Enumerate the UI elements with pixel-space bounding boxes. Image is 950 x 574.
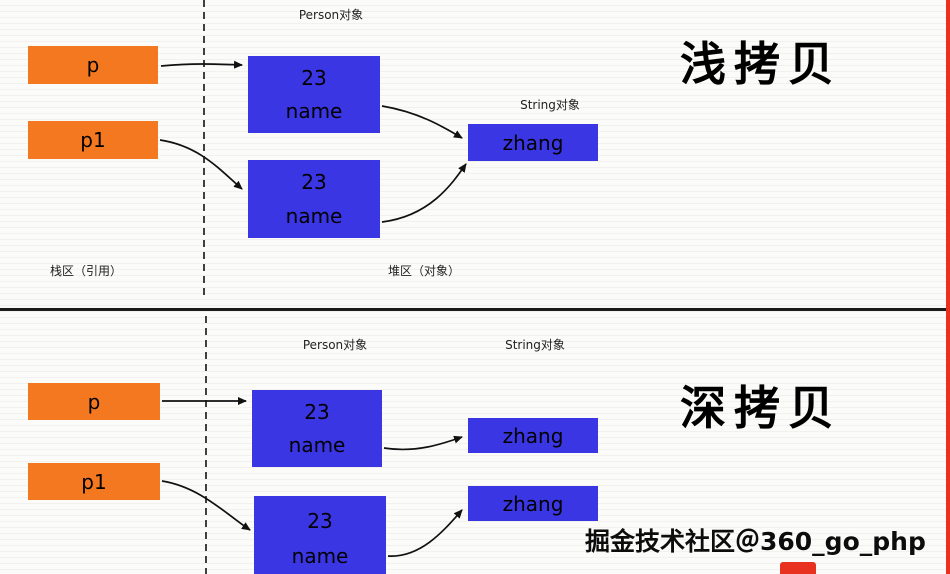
- person-object-1: 23 name: [248, 56, 380, 133]
- pointer-box-p1: p1: [28, 121, 158, 159]
- arrow-deep-p1-to-obj2: [161, 480, 251, 531]
- arrow-obj2-to-string: [381, 163, 467, 223]
- deep-pointer-box-p1: p1: [28, 463, 160, 500]
- person-object-1-field: name: [285, 99, 343, 123]
- pointer-p1-label: p1: [80, 128, 106, 152]
- heap-area-label: 堆区（对象）: [388, 264, 461, 278]
- arrow-p1-to-obj2: [159, 139, 243, 190]
- red-logo-fragment: [780, 562, 816, 574]
- person-object-2: 23 name: [248, 160, 380, 238]
- shallow-person-object-label: Person对象: [298, 8, 364, 22]
- deep-string-object-1: zhang: [468, 418, 598, 453]
- deep-string-object-label: String对象: [505, 338, 565, 352]
- arrow-p-to-obj1: [160, 60, 243, 69]
- person-object-2-field: name: [285, 203, 343, 228]
- string-object-zhang: zhang: [468, 124, 598, 161]
- red-edge-line: [946, 0, 950, 574]
- person-object-2-value: 23: [301, 170, 327, 195]
- shallow-string-object-label: String对象: [520, 98, 580, 112]
- arrow-deep-obj1-to-string1: [383, 435, 463, 451]
- watermark-text: 掘金技术社区＠360_go_php: [585, 527, 926, 556]
- arrow-deep-obj2-to-string2: [387, 509, 463, 557]
- deep-person-object-2: 23 name: [254, 496, 386, 574]
- deep-pointer-p1-label: p1: [81, 469, 107, 494]
- stack-area-label: 栈区（引用）: [50, 264, 123, 278]
- deep-copy-title: 深拷贝: [680, 381, 842, 435]
- deep-person-object-1-value: 23: [304, 400, 330, 424]
- deep-pointer-p-label: p: [87, 389, 101, 414]
- section-divider: [0, 308, 950, 311]
- string-object-zhang-value: zhang: [502, 130, 564, 155]
- arrow-obj1-to-string: [381, 105, 463, 139]
- pointer-p-label: p: [86, 53, 100, 77]
- deep-person-object-2-value: 23: [307, 508, 333, 533]
- deep-person-object-1: 23 name: [252, 390, 382, 467]
- pointer-box-p: p: [28, 46, 158, 84]
- deep-person-object-1-field: name: [288, 433, 346, 457]
- deep-string-object-1-value: zhang: [502, 423, 564, 448]
- deep-person-object-label: Person对象: [302, 338, 368, 352]
- shallow-copy-title: 浅拷贝: [680, 37, 842, 91]
- deep-string-object-2: zhang: [468, 486, 598, 521]
- deep-pointer-box-p: p: [28, 383, 160, 420]
- deep-person-object-2-field: name: [291, 544, 349, 569]
- deep-string-object-2-value: zhang: [502, 491, 564, 516]
- person-object-1-value: 23: [301, 66, 327, 90]
